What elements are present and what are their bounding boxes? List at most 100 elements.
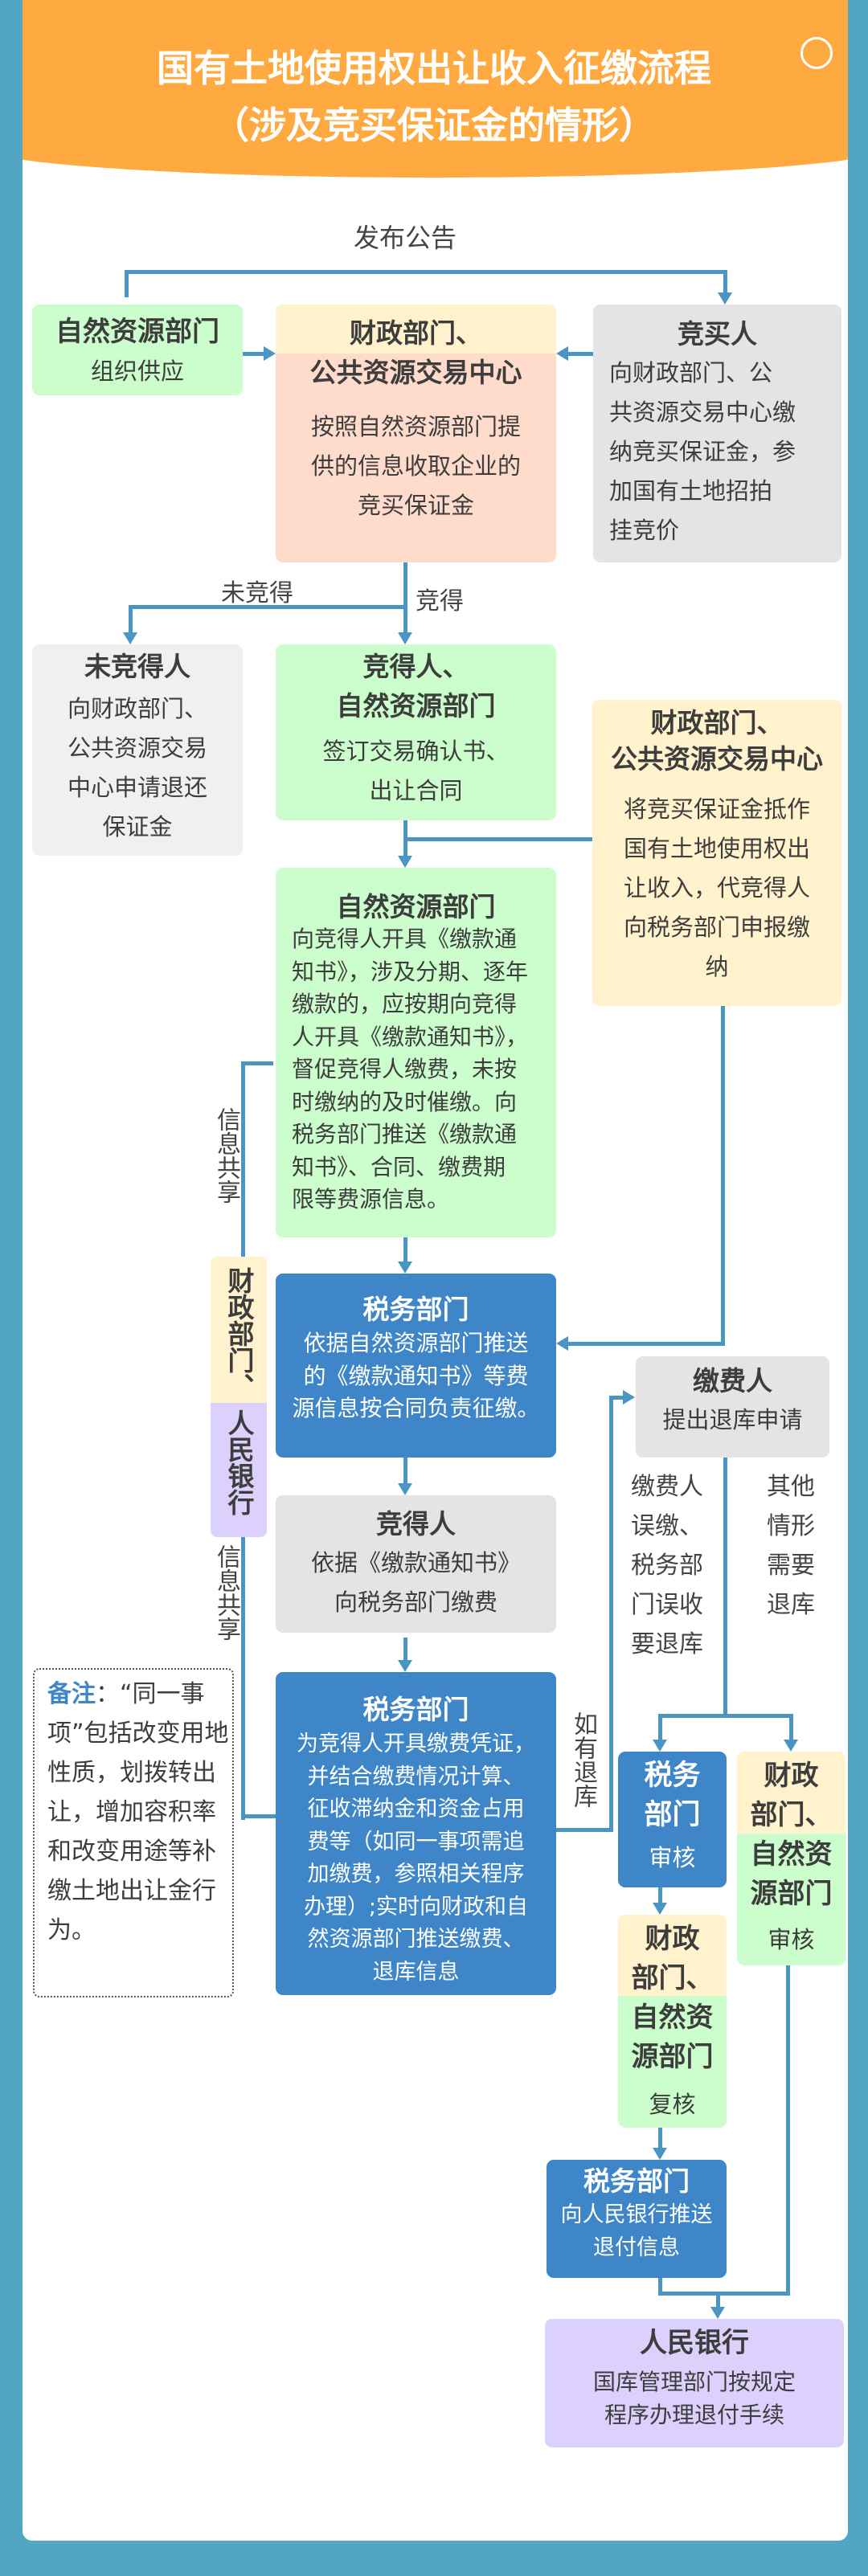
arrow-down-icon: [398, 856, 412, 868]
won-label: 竞得: [416, 587, 464, 615]
arrow-down-icon: [718, 292, 732, 305]
box-body: 向财政部门、 公共资源交易 中心申请退还 保证金: [67, 695, 207, 840]
connector: [241, 1814, 276, 1818]
connector: [567, 352, 593, 356]
info-share-label: 信息共享: [212, 1544, 240, 1641]
refund-reason-label: 其他 情形 需要 退库: [767, 1473, 815, 1619]
box-title: 税务部门: [362, 1294, 469, 1325]
box-body: 审核: [649, 1844, 696, 1871]
connector: [786, 1965, 790, 2296]
box-title: 竞买人: [678, 318, 757, 350]
connector: [567, 1342, 725, 1346]
box-body: 向财政部门、公 共资源交易中心缴 纳竞买保证金，参 加国有土地招拍 挂竞价: [609, 359, 796, 544]
finance-natural-review-box: 财政 部门、 自然资 源部门 审核: [737, 1752, 845, 1965]
tax-push-box: 税务部门 向人民银行推送 退付信息: [547, 2160, 727, 2278]
connector: [403, 562, 407, 633]
arrow-down-icon: [653, 2148, 667, 2160]
note-box: 备注：“同一事项”包括改变用地性质，划拨转出让，增加容积率和改变用途等补缴土地出…: [33, 1668, 234, 1997]
finance-natural-recheck-box: 财政 部门、 自然资 源部门 复核: [618, 1915, 727, 2128]
box-body: 国库管理部门按规定 程序办理退付手续: [592, 2369, 796, 2428]
connector: [403, 837, 592, 841]
bidder-box: 竞买人 向财政部门、公 共资源交易中心缴 纳竞买保证金，参 加国有土地招拍 挂竞…: [593, 305, 841, 562]
arrow-down-icon: [398, 1483, 412, 1495]
box-title: 未竞得人: [84, 651, 190, 682]
pboc-box: 人民银行 国库管理部门按规定 程序办理退付手续: [545, 2319, 844, 2447]
arrow-down-icon: [398, 1660, 412, 1672]
circle-icon: [800, 37, 833, 69]
connector: [658, 1887, 662, 1903]
refund-reason-label: 缴费人 误缴、 税务部 门误收 要退库: [631, 1473, 703, 1658]
box-body: 审核: [768, 1926, 815, 1953]
connector: [609, 1396, 613, 1832]
arrow-left-icon: [556, 346, 568, 361]
box-title: 自然资源部门: [55, 316, 219, 348]
box-body: 签订交易确认书、 出让合同: [322, 738, 510, 804]
natural-resources-notice-box: 自然资源部门 向竞得人开具《缴款通 知书》，涉及分期、逐年 缴款的，应按期向竞得…: [276, 868, 556, 1237]
connector: [658, 2292, 790, 2296]
connector: [125, 270, 129, 297]
box-title: 缴费人: [693, 1365, 772, 1396]
arrow-down-icon: [653, 1740, 667, 1752]
box-body: 依据《缴款通知书》 向税务部门缴费: [310, 1549, 521, 1616]
box-title: 人民银行: [640, 2327, 749, 2359]
box-body: 复核: [649, 2091, 696, 2118]
connector: [721, 1006, 725, 1346]
box-body: 按照自然资源部门提 供的信息收取企业的 竞买保证金: [310, 413, 521, 519]
connector: [129, 605, 407, 609]
box-title: 自然资 源部门: [631, 2002, 714, 2073]
connector: [403, 1237, 407, 1262]
tax-voucher-box: 税务部门 为竞得人开具缴费凭证， 并结合缴费情况计算、 征收滞纳金和资金占用 费…: [276, 1672, 556, 1995]
box-body: 向人民银行推送 退付信息: [560, 2202, 713, 2260]
not-won-label: 未竞得: [221, 579, 293, 607]
note-text: ：“同一事项”包括改变用地性质，划拨转出让，增加容积率和改变用途等补缴土地出让金…: [47, 1680, 229, 1944]
box-title: 财政 部门、: [750, 1760, 833, 1831]
finance-offset-box: 财政部门、 公共资源交易中心 将竞买保证金抵作 国有土地使用权出 让收入，代竞得…: [592, 700, 841, 1006]
connector: [403, 1638, 407, 1661]
box-title: 税务部门: [583, 2165, 690, 2197]
box-body: 向竞得人开具《缴款通 知书》，涉及分期、逐年 缴款的，应按期向竞得 人开具《缴款…: [292, 926, 529, 1212]
losing-bidder-box: 未竞得人 向财政部门、 公共资源交易 中心申请退还 保证金: [32, 644, 243, 856]
box-title: 税务 部门: [644, 1760, 701, 1831]
connector: [556, 1828, 613, 1832]
connector: [125, 270, 727, 274]
connector: [241, 1061, 245, 1257]
box-title: 自然资 源部门: [750, 1838, 833, 1910]
connector: [658, 1714, 662, 1740]
connector: [789, 1714, 793, 1740]
tax-review-box: 税务 部门 审核: [618, 1752, 727, 1887]
natural-resources-supply-box: 自然资源部门 组织供应: [32, 305, 243, 395]
arrow-down-icon: [653, 1903, 667, 1915]
arrow-down-icon: [398, 1261, 412, 1274]
arrow-right-icon: [623, 1390, 635, 1405]
winner-pay-box: 竞得人 依据《缴款通知书》 向税务部门缴费: [276, 1495, 556, 1633]
side-top: 财政部门、: [223, 1266, 255, 1400]
connector: [716, 2292, 720, 2308]
box-title: 公共资源交易中心: [309, 357, 522, 388]
box-title: 竞得人: [376, 1508, 456, 1539]
box-title: 财政 部门、: [631, 1923, 714, 1994]
arrow-down-icon: [710, 2307, 725, 2319]
box-body: 将竞买保证金抵作 国有土地使用权出 让收入，代竞得人 向税务部门申报缴 纳: [623, 795, 810, 980]
announce-label: 发布公告: [354, 223, 457, 253]
connector: [243, 352, 265, 356]
connector: [723, 1458, 727, 1718]
page-subtitle: （涉及竞买保证金的情形）: [212, 104, 656, 147]
connector: [658, 2128, 662, 2149]
box-body: 依据自然资源部门推送 的《缴款通知书》等费 源信息按合同负责征缴。: [292, 1330, 540, 1421]
side-bottom: 人民银行: [223, 1409, 255, 1515]
connector: [241, 1061, 273, 1065]
finance-pboc-side-box: 财政部门、 人民银行: [211, 1257, 267, 1537]
connector: [658, 2278, 662, 2296]
connector: [609, 1396, 624, 1400]
tax-collect-box: 税务部门 依据自然资源部门推送 的《缴款通知书》等费 源信息按合同负责征缴。: [276, 1274, 556, 1458]
box-body: 提出退库申请: [662, 1406, 803, 1433]
info-share-label: 信息共享: [212, 1107, 240, 1204]
note-key: 备注: [47, 1680, 96, 1708]
box-body: 为竞得人开具缴费凭证， 并结合缴费情况计算、 征收滞纳金和资金占用 费等（如同一…: [297, 1732, 535, 1985]
box-title: 竞得人、 自然资源部门: [336, 651, 496, 722]
connector: [403, 1458, 407, 1484]
winner-natural-resources-box: 竞得人、 自然资源部门 签订交易确认书、 出让合同: [276, 644, 556, 820]
finance-deposit-box: 财政部门、 公共资源交易中心 按照自然资源部门提 供的信息收取企业的 竞买保证金: [276, 305, 556, 562]
arrow-right-icon: [264, 346, 276, 361]
box-title: 财政部门、: [350, 317, 482, 349]
